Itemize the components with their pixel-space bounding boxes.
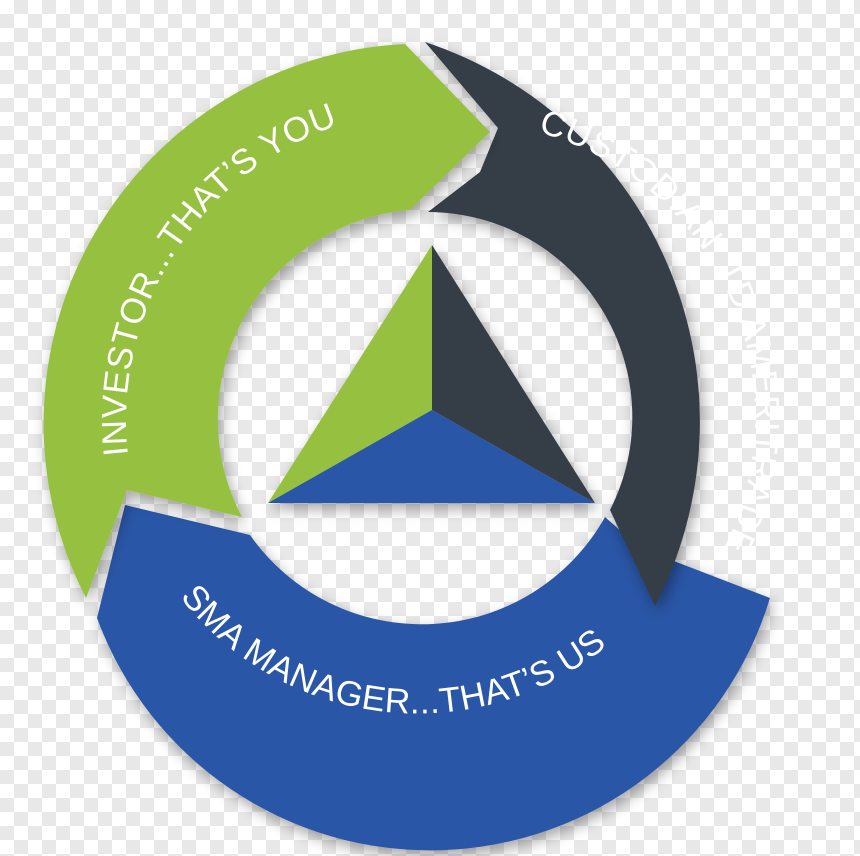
triangle-dark-face (432, 245, 595, 503)
custodian-segment (425, 42, 700, 606)
triangle-green-face (268, 245, 432, 503)
investor-segment (43, 44, 491, 598)
triangle-blue-face (268, 410, 595, 503)
center-triangle (268, 245, 595, 503)
manager-segment (97, 505, 770, 851)
